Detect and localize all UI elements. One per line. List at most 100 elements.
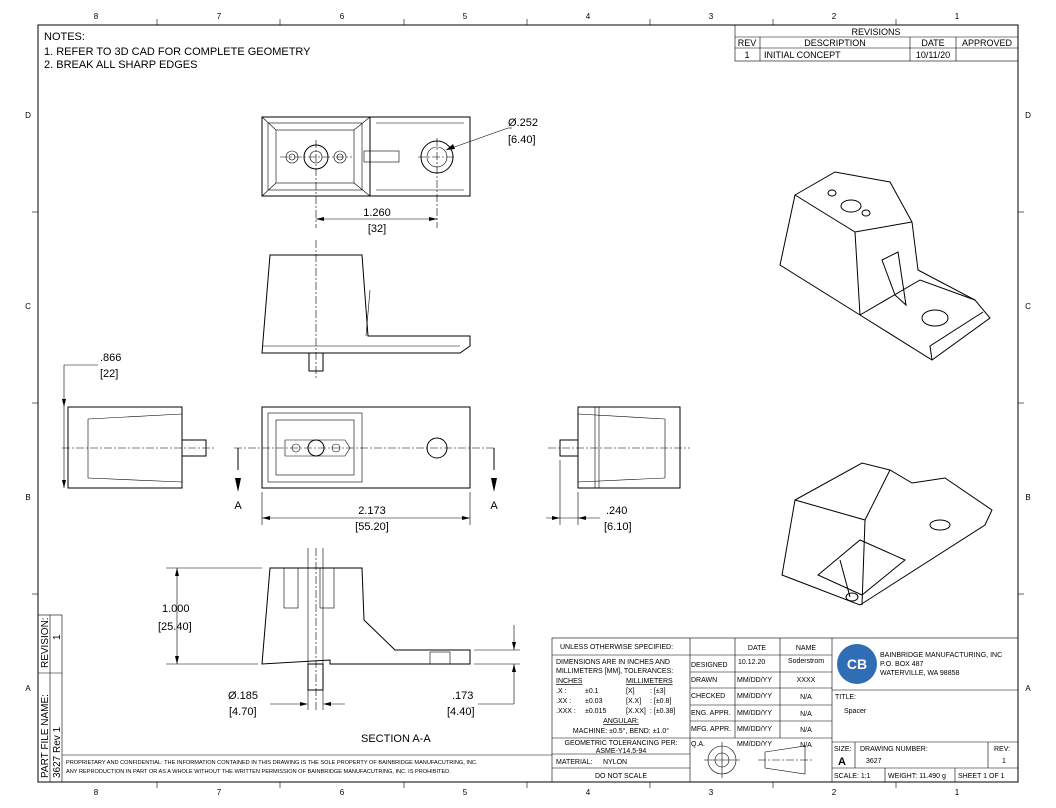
signoff-date: MM/DD/YY: [737, 677, 772, 684]
title-label: TITLE:: [835, 694, 856, 701]
material-value: NYLON: [603, 759, 627, 766]
dim-hole-spacing: 1.260: [363, 207, 391, 219]
company-city: WATERVILLE, WA 98858: [880, 670, 959, 677]
zone-row: B: [25, 493, 30, 502]
dims-note-line: MILLIMETERS [MM], TOLERANCES:: [556, 668, 673, 675]
mm-header: MILLIMETERS: [626, 678, 673, 685]
signoff-name: XXXX: [797, 677, 816, 684]
company-address: P.O. BOX 487: [880, 661, 924, 668]
dim-hole-spacing-mm: [32]: [368, 223, 386, 235]
name-header: NAME: [796, 645, 817, 652]
signoff-name: N/A: [800, 742, 812, 749]
zone-col: 7: [217, 788, 222, 797]
zone-row: D: [25, 111, 31, 120]
rev-label: REV:: [994, 746, 1010, 753]
angular-values: MACHINE: ±0.5°, BEND: ±1.0°: [573, 727, 669, 735]
size-value: A: [838, 756, 846, 768]
signoff-date: MM/DD/YY: [737, 741, 772, 748]
zone-col: 6: [340, 12, 345, 21]
note-item: 1. REFER TO 3D CAD FOR COMPLETE GEOMETRY: [44, 46, 311, 58]
section-marker-left: A: [234, 500, 242, 512]
isometric-view-bottom: [781, 462, 993, 606]
zone-col: 8: [94, 12, 99, 21]
front-view: [261, 240, 471, 380]
tol-key: .XXX :: [556, 708, 576, 715]
revision-value: 1: [52, 634, 63, 640]
plan-view: A A 2.173 [55.20]: [234, 406, 498, 533]
tol-val: : [±0.38]: [650, 708, 675, 715]
revisions-title: REVISIONS: [851, 27, 900, 37]
dim-flange-mm: [4.40]: [447, 706, 475, 718]
dim-section-height-mm: [25.40]: [158, 621, 192, 633]
section-view: 1.000 [25.40] Ø.185 [4.70] .173 [4.40] S…: [158, 548, 520, 745]
isometric-view-top: [779, 171, 991, 361]
tol-key: .XX :: [556, 698, 571, 705]
inches-header: INCHES: [556, 678, 583, 685]
date-header: DATE: [748, 645, 766, 652]
geo-tol-standard: ASME-Y14.5-94: [596, 748, 647, 755]
top-view: Ø.252 [6.40] 1.260 [32]: [261, 116, 538, 235]
dims-note-line: DIMENSIONS ARE IN INCHES AND: [556, 659, 670, 666]
notes-heading: NOTES:: [44, 31, 85, 43]
geo-tol-label: GEOMETRIC TOLERANCING PER:: [565, 740, 678, 747]
zone-col: 1: [955, 788, 960, 797]
zone-col: 1: [955, 12, 960, 21]
signoff-role: CHECKED: [691, 693, 725, 700]
section-title: SECTION A-A: [361, 733, 431, 745]
signoff-name: N/A: [800, 727, 812, 734]
signoff-role: Q.A.: [691, 741, 705, 748]
zone-row: B: [1025, 493, 1030, 502]
drawing-number-label: DRAWING NUMBER:: [860, 746, 928, 753]
zone-col: 2: [832, 12, 837, 21]
proprietary-line: ANY REPRODUCTION IN PART OR AS A WHOLE W…: [66, 769, 451, 775]
zone-row: A: [25, 684, 31, 693]
tol-key: [X.XX]: [626, 708, 646, 715]
company-name: BAINBRIDGE MANUFACTURING, INC: [880, 652, 1002, 659]
zone-row: C: [25, 302, 31, 311]
dim-pin: .240: [606, 505, 627, 517]
dim-height: .866: [100, 352, 121, 364]
notes: NOTES: 1. REFER TO 3D CAD FOR COMPLETE G…: [44, 31, 311, 71]
unless-specified: UNLESS OTHERWISE SPECIFIED:: [560, 644, 673, 651]
sheet-border: [37, 24, 1019, 783]
note-item: 2. BREAK ALL SHARP EDGES: [44, 59, 197, 71]
side-strip: REVISION: 1 PART FILE NAME: 3627 Rev 1: [37, 614, 63, 783]
left-side-view: .866 [22]: [62, 352, 215, 489]
third-angle-projection-icon: [704, 742, 812, 778]
signoff-role: ENG. APPR.: [691, 710, 731, 717]
signoff-date: MM/DD/YY: [737, 726, 772, 733]
title-block: UNLESS OTHERWISE SPECIFIED: DIMENSIONS A…: [551, 637, 1019, 783]
rev-header: REV: [738, 38, 757, 48]
dim-hole-dia: Ø.252: [508, 117, 538, 129]
signoff-name: Soderstrom: [788, 658, 824, 665]
tol-key: .X :: [556, 688, 567, 695]
signoff-date: 10.12.20: [738, 659, 765, 666]
zone-col: 4: [586, 788, 591, 797]
rev-cell: 1: [744, 50, 749, 60]
dim-hole-dia-mm: [6.40]: [508, 134, 536, 146]
tol-val: : [±3]: [650, 688, 666, 695]
tol-val: ±0.03: [585, 698, 603, 705]
dim-section-height: 1.000: [162, 603, 190, 615]
do-not-scale: DO NOT SCALE: [595, 773, 647, 780]
sheet: SHEET 1 OF 1: [958, 773, 1005, 780]
tol-key: [X.X]: [626, 698, 641, 705]
tol-val: : [±0.8]: [650, 698, 671, 705]
signoff-date: MM/DD/YY: [737, 693, 772, 700]
tol-val: ±0.015: [585, 708, 606, 715]
signoff-role: DRAWN: [691, 677, 717, 684]
dim-bore-dia: Ø.185: [228, 690, 258, 702]
zone-markers: 8 7 6 5 4 3 2 1 8 7 6 5 4 3 2 1 D C B A …: [25, 12, 1031, 797]
dim-length-mm: [55.20]: [355, 521, 389, 533]
part-title: Spacer: [844, 708, 867, 715]
zone-col: 8: [94, 788, 99, 797]
signoff-date: MM/DD/YY: [737, 710, 772, 717]
rev-value: 1: [1002, 758, 1006, 765]
scale: SCALE: 1:1: [834, 773, 871, 780]
tol-key: [X]: [626, 688, 635, 695]
section-marker-right: A: [490, 500, 498, 512]
signoff-name: N/A: [800, 711, 812, 718]
company-logo: CB: [837, 644, 877, 684]
revision-label: REVISION:: [40, 617, 51, 668]
dim-flange: .173: [452, 690, 473, 702]
